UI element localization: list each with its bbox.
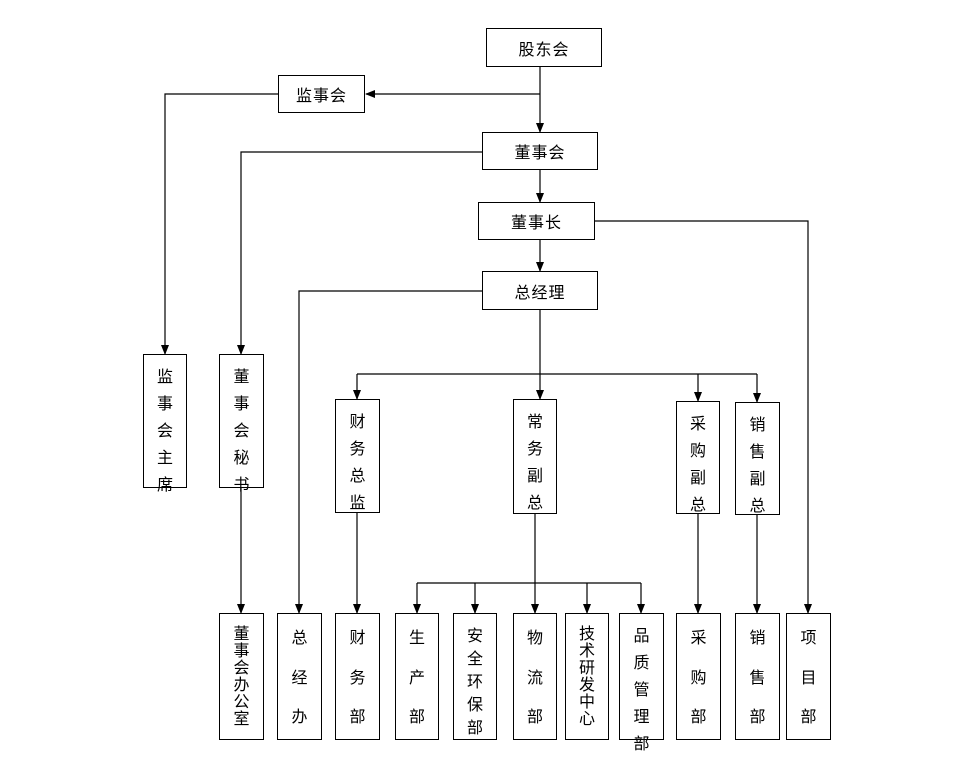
node-procurement-vp-char-4: 总 — [689, 495, 706, 514]
node-tech-center-char-1: 技 — [578, 624, 595, 643]
node-project-dept-char-3: 部 — [800, 707, 817, 726]
link-chairman-project — [595, 220, 812, 614]
node-board-secretary-char-3: 会 — [233, 421, 250, 440]
node-gm-office-char-3: 办 — [291, 707, 308, 726]
node-finance-dept-char-1: 财 — [349, 628, 366, 647]
node-quality-dept-char-2: 质 — [633, 653, 650, 672]
node-sales-vp-char-2: 售 — [749, 442, 766, 461]
node-logistics-dept-char-2: 流 — [526, 667, 543, 687]
node-executive-vp-char-4: 总 — [526, 493, 543, 512]
node-board-office: 董 事 会 办 公 室 — [219, 613, 264, 740]
node-finance-dept: 财 务 部 — [335, 613, 380, 740]
node-quality-dept-char-3: 管 — [633, 680, 650, 699]
link-board-secretary — [237, 151, 482, 355]
node-board-office-char-2: 事 — [233, 641, 250, 660]
node-finance-dept-char-3: 部 — [349, 707, 366, 726]
node-supervisor-chair: 监 事 会 主 席 — [143, 354, 187, 493]
node-production-dept: 生 产 部 — [395, 613, 439, 740]
node-procurement-dept: 采 购 部 — [676, 613, 721, 740]
node-procurement-vp-char-3: 副 — [689, 468, 706, 487]
node-supervisor-chair-char-3: 会 — [156, 421, 173, 440]
node-board-office-char-3: 会 — [233, 658, 250, 677]
node-board-office-char-1: 董 — [233, 624, 250, 643]
node-procurement-vp-char-1: 采 — [689, 414, 706, 433]
node-board-office-char-4: 办 — [233, 675, 250, 694]
node-sales-dept-char-2: 售 — [749, 667, 766, 687]
node-logistics-dept-char-1: 物 — [526, 628, 543, 647]
node-supervisor-chair-char-5: 席 — [156, 475, 173, 494]
node-project-dept-char-2: 目 — [800, 667, 817, 687]
node-tech-center-char-2: 术 — [578, 641, 595, 660]
node-finance-dept-char-2: 务 — [349, 667, 366, 687]
node-sales-dept: 销 售 部 — [735, 613, 780, 740]
node-board-secretary-char-4: 秘 — [233, 448, 250, 467]
node-logistics-dept-char-3: 部 — [526, 707, 543, 726]
node-project-dept: 项 目 部 — [786, 613, 831, 740]
node-safety-env-dept-char-2: 全 — [466, 649, 483, 668]
node-cfo-char-4: 监 — [349, 493, 366, 512]
node-executive-vp-char-1: 常 — [526, 412, 543, 431]
node-executive-vp-char-3: 副 — [526, 466, 543, 485]
node-executive-vp: 常 务 副 总 — [513, 399, 557, 514]
node-board-office-char-6: 室 — [233, 709, 250, 728]
node-board-secretary-char-5: 书 — [233, 475, 250, 494]
node-safety-env-dept: 安 全 环 保 部 — [453, 613, 497, 740]
node-sales-vp-char-1: 销 — [749, 415, 766, 434]
link-gm-office — [295, 290, 482, 614]
node-chairman: 董事长 — [478, 202, 595, 240]
node-logistics-dept: 物 流 部 — [513, 613, 557, 740]
node-sales-vp-char-4: 总 — [749, 496, 766, 515]
node-tech-center: 技 术 研 发 中 心 — [565, 613, 609, 740]
node-procurement-dept-char-2: 购 — [690, 667, 707, 687]
node-supervisor-chair-char-4: 主 — [156, 448, 173, 467]
node-board-secretary-char-2: 事 — [233, 394, 250, 413]
node-cfo-char-3: 总 — [349, 466, 366, 485]
node-supervisor-chair-char-1: 监 — [156, 367, 173, 386]
node-board-secretary: 董 事 会 秘 书 — [219, 354, 264, 493]
link-supervisory-chair — [161, 93, 278, 355]
node-production-dept-char-1: 生 — [408, 628, 425, 647]
node-shareholders: 股东会 — [486, 28, 602, 67]
node-safety-env-dept-char-1: 安 — [466, 626, 483, 645]
node-tech-center-char-4: 发 — [578, 675, 595, 694]
node-quality-dept-char-4: 理 — [633, 707, 650, 726]
node-safety-env-dept-char-3: 环 — [466, 672, 483, 691]
node-quality-dept: 品 质 管 理 部 — [619, 613, 664, 752]
node-gm-office: 总 经 办 — [277, 613, 322, 740]
node-sales-dept-char-1: 销 — [749, 628, 766, 647]
node-quality-dept-char-5: 部 — [633, 734, 650, 753]
node-sales-dept-char-3: 部 — [749, 707, 766, 726]
node-board-office-char-5: 公 — [233, 692, 250, 711]
node-procurement-vp-char-2: 购 — [689, 441, 706, 460]
node-cfo-char-1: 财 — [349, 412, 366, 431]
node-sales-vp: 销 售 副 总 — [735, 402, 780, 515]
node-production-dept-char-3: 部 — [408, 707, 425, 726]
node-supervisor-chair-char-2: 事 — [156, 394, 173, 413]
node-executive-vp-char-2: 务 — [526, 439, 543, 458]
node-tech-center-char-6: 心 — [578, 709, 595, 728]
node-quality-dept-char-1: 品 — [633, 626, 650, 645]
node-production-dept-char-2: 产 — [408, 667, 425, 687]
node-general-manager: 总经理 — [482, 271, 598, 310]
node-procurement-dept-char-1: 采 — [690, 628, 707, 647]
node-cfo-char-2: 务 — [349, 439, 366, 458]
node-project-dept-char-1: 项 — [800, 628, 817, 647]
node-safety-env-dept-char-4: 保 — [466, 695, 483, 714]
node-gm-office-char-2: 经 — [291, 667, 308, 687]
node-tech-center-char-5: 中 — [578, 692, 595, 711]
node-sales-vp-char-3: 副 — [749, 469, 766, 488]
node-cfo: 财 务 总 监 — [335, 399, 380, 513]
node-procurement-dept-char-3: 部 — [690, 707, 707, 726]
node-gm-office-char-1: 总 — [291, 628, 308, 647]
node-board-secretary-char-1: 董 — [233, 367, 250, 386]
node-tech-center-char-3: 研 — [578, 658, 595, 677]
node-safety-env-dept-char-5: 部 — [466, 718, 483, 737]
node-procurement-vp: 采 购 副 总 — [676, 401, 720, 514]
node-board: 董事会 — [482, 132, 598, 170]
node-supervisory-board: 监事会 — [278, 75, 365, 113]
